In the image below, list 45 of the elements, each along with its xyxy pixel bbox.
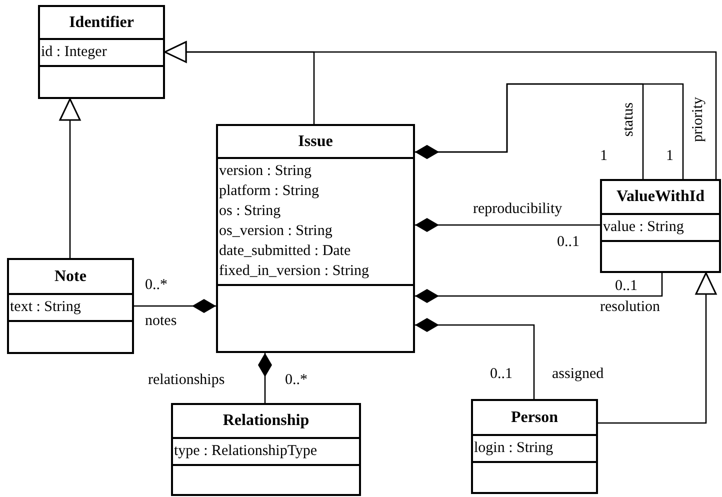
- attribute-text: type : RelationshipType: [173, 442, 318, 461]
- role-label: status: [620, 102, 638, 136]
- role-label: assigned: [552, 366, 604, 383]
- generalization-arrow: [598, 272, 717, 424]
- multiplicity-label: 1: [666, 148, 674, 165]
- class-box: [600, 179, 721, 273]
- multiplicity-label: 0..*: [285, 372, 308, 389]
- class-name: Note: [54, 268, 86, 286]
- attribute-text: os_version : String: [218, 222, 332, 241]
- role-label: notes: [145, 313, 177, 330]
- attribute-text: os : String: [218, 202, 281, 221]
- multiplicity-label: 0..1: [557, 234, 580, 251]
- multiplicity-label: 0..1: [615, 278, 638, 295]
- class-box: [216, 124, 415, 353]
- role-label: priority: [690, 96, 707, 142]
- composition-line: [415, 318, 535, 399]
- role-label: relationships: [148, 372, 225, 389]
- attribute-text: fixed_in_version : String: [218, 262, 369, 281]
- class-box: [7, 258, 134, 354]
- composition-line: [134, 299, 216, 313]
- attribute-text: date_submitted : Date: [218, 242, 351, 261]
- attribute-text: platform : String: [218, 182, 319, 201]
- multiplicity-label: 0..*: [145, 277, 168, 294]
- multiplicity-label: 1: [600, 148, 608, 165]
- composition-line: [415, 218, 600, 232]
- multiplicity-label: 0..1: [490, 366, 512, 383]
- generalization-arrow: [164, 41, 717, 179]
- class-name: Identifier: [69, 14, 134, 32]
- composition-line: [258, 353, 272, 403]
- attribute-text: id : Integer: [40, 43, 107, 62]
- attribute-text: value : String: [602, 218, 684, 237]
- attribute-text: login : String: [473, 439, 554, 458]
- composition-line: [415, 273, 663, 303]
- class-name: ValueWithId: [616, 188, 705, 206]
- attribute-text: version : String: [218, 162, 312, 181]
- role-label: resolution: [600, 299, 660, 316]
- attribute-text: text : String: [9, 298, 81, 317]
- class-box: [471, 399, 598, 494]
- class-name: Issue: [298, 132, 333, 150]
- generalization-arrow: [59, 98, 81, 258]
- class-name: Person: [510, 408, 558, 426]
- class-name: Relationship: [222, 412, 310, 430]
- class-box: [38, 5, 165, 99]
- role-label: reproducibility: [473, 201, 562, 218]
- class-box: [171, 403, 361, 496]
